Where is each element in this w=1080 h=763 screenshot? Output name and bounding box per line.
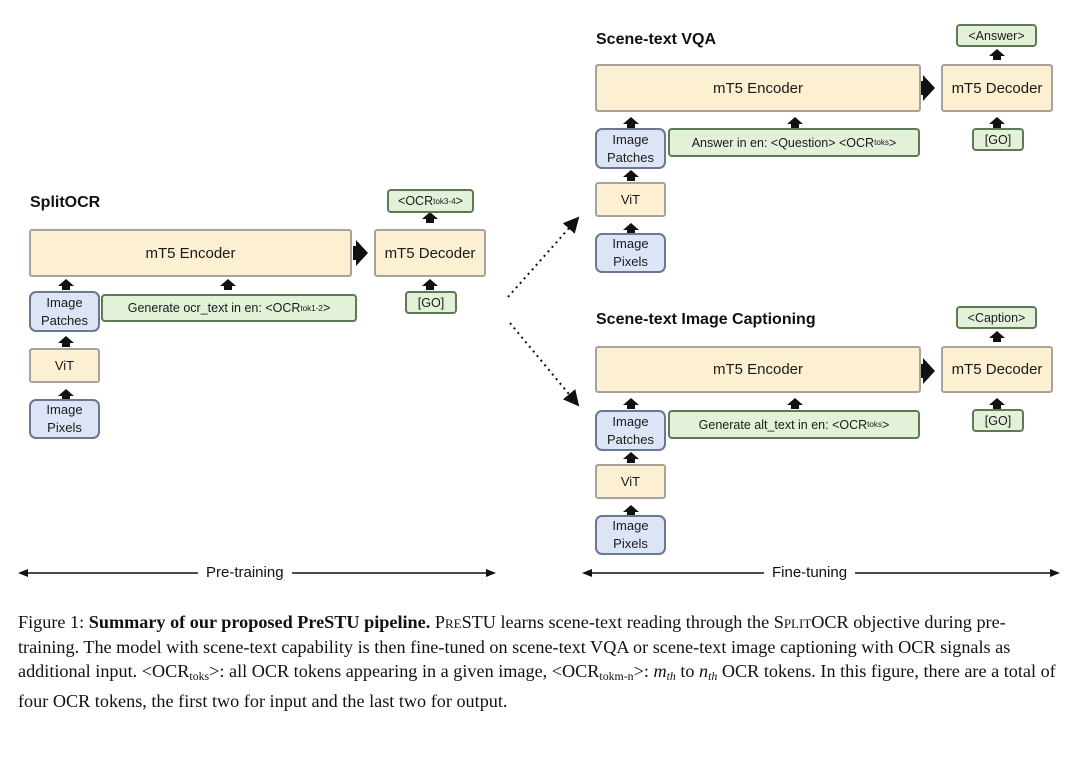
captioning-title: Scene-text Image Captioning (596, 311, 816, 328)
caption-label: Figure 1: (18, 612, 85, 632)
captioning-go-token: [GO] (972, 409, 1024, 432)
vqa-image-patches: Image Patches (595, 128, 666, 169)
arrow-to-vqa (507, 216, 580, 298)
captioning-vit: ViT (595, 464, 666, 499)
splitocr-title: SplitOCR (30, 194, 101, 211)
captioning-image-pixels: Image Pixels (595, 515, 666, 555)
splitocr-image-patches: Image Patches (29, 291, 100, 332)
splitocr-encoder: mT5 Encoder (29, 229, 352, 277)
arrow-to-captioning (509, 322, 580, 407)
splitocr-decoder: mT5 Decoder (374, 229, 486, 277)
vqa-go-token: [GO] (972, 128, 1024, 151)
vqa-decoder: mT5 Decoder (941, 64, 1053, 112)
vqa-up-arrows (623, 49, 1005, 234)
splitocr-up-arrows (58, 212, 438, 400)
captioning-image-patches: Image Patches (595, 410, 666, 451)
caption-bold: Summary of our proposed PreSTU pipeline. (88, 612, 431, 632)
splitocr-vit: ViT (29, 348, 100, 383)
captioning-decoder: mT5 Decoder (941, 346, 1053, 393)
vqa-output: <Answer> (956, 24, 1037, 47)
captioning-encoder: mT5 Encoder (595, 346, 921, 393)
captioning-output: <Caption> (956, 306, 1037, 329)
captioning-up-arrows (623, 331, 1005, 516)
vqa-vit: ViT (595, 182, 666, 217)
splitocr-image-pixels: Image Pixels (29, 399, 100, 439)
pretraining-label: Pre-training (198, 564, 292, 581)
vqa-image-pixels: Image Pixels (595, 233, 666, 273)
finetuning-label: Fine-tuning (764, 564, 856, 581)
splitocr-go-token: [GO] (405, 291, 457, 314)
vqa-title: Scene-text VQA (596, 31, 717, 48)
vqa-encoder: mT5 Encoder (595, 64, 921, 112)
figure-caption: Figure 1: Summary of our proposed PreSTU… (18, 612, 1056, 711)
